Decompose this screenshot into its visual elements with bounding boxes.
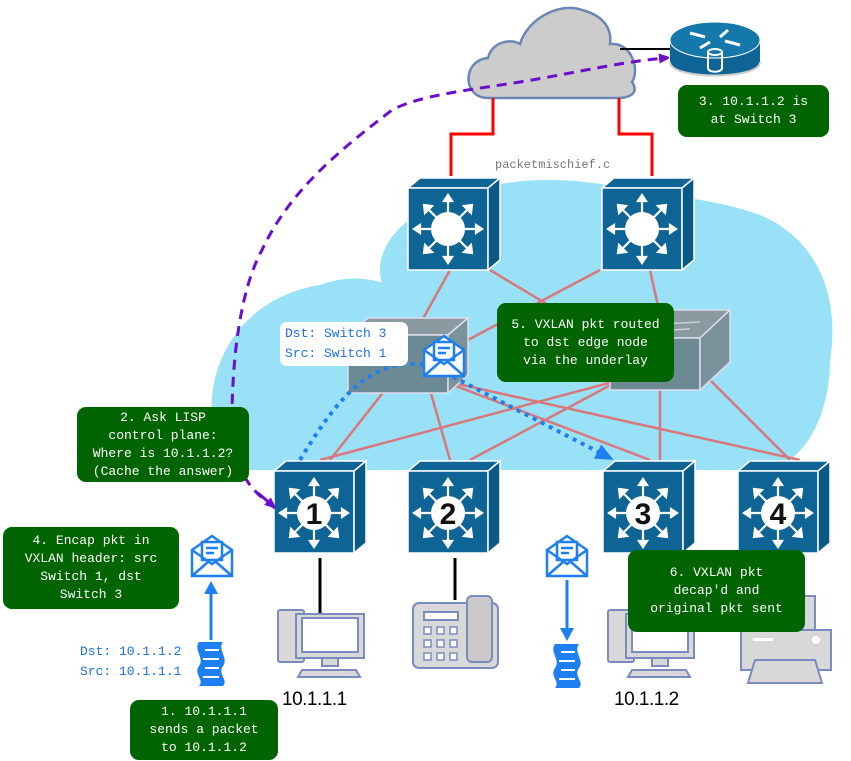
vxlan-header-label: Dst: Switch 3 Src: Switch 1: [280, 322, 408, 366]
edge-switch-1-number: 1: [306, 498, 323, 531]
vxlan-envelope-icon: [422, 334, 466, 378]
spine-switch-1: [405, 176, 503, 272]
watermark: packetmischief.c: [495, 158, 611, 172]
delivered-packet-icon: [553, 644, 581, 688]
host1-ip-label: 10.1.1.1: [282, 689, 347, 710]
decap-down-arrowhead: [560, 628, 574, 641]
control-plane-reply-arrowhead: [257, 491, 272, 505]
callout-step-3: 3. 10.1.1.2 is at Switch 3: [678, 85, 829, 137]
internet-cloud: [467, 6, 637, 100]
host1-computer-icon: [277, 609, 365, 678]
vxlan-header-dst: Dst: Switch 3: [285, 326, 387, 341]
uplink-spine2: [617, 98, 654, 176]
edge-switch-2-number: 2: [440, 498, 457, 531]
inner-packet-src: Src: 10.1.1.1: [80, 664, 182, 679]
callout-step-6: 6. VXLAN pkt decap'd and original pkt se…: [628, 550, 805, 632]
ip-phone-icon: [412, 595, 499, 669]
callout-step-5: 5. VXLAN pkt routed to dst edge node via…: [497, 303, 674, 382]
vxlan-header-src: Src: Switch 1: [285, 346, 387, 361]
decap-envelope-icon: [545, 534, 589, 578]
encap-envelope-icon: [190, 534, 234, 578]
callout-step-4: 4. Encap pkt in VXLAN header: src Switch…: [3, 527, 179, 609]
edge-switch-2: 2: [405, 459, 503, 555]
inner-packet-dst: Dst: 10.1.1.2: [80, 644, 182, 659]
edge-switch-4: 4: [735, 459, 833, 555]
callout-step-1: 1. 10.1.1.1 sends a packet to 10.1.1.2: [130, 700, 278, 760]
edge-switch-1: 1: [271, 459, 369, 555]
original-packet-icon: [197, 642, 225, 686]
host2-ip-label: 10.1.1.2: [614, 689, 679, 710]
uplink-spine1: [449, 98, 495, 176]
encap-up-arrowhead: [204, 581, 218, 594]
spine-switch-2: [599, 176, 697, 272]
lisp-control-plane-router-icon: [669, 21, 761, 77]
callout-step-2: 2. Ask LISP control plane: Where is 10.1…: [77, 407, 249, 482]
edge-switch-3: 3: [600, 459, 698, 555]
edge-switch-3-number: 3: [635, 498, 652, 531]
edge-switch-4-number: 4: [770, 498, 787, 531]
